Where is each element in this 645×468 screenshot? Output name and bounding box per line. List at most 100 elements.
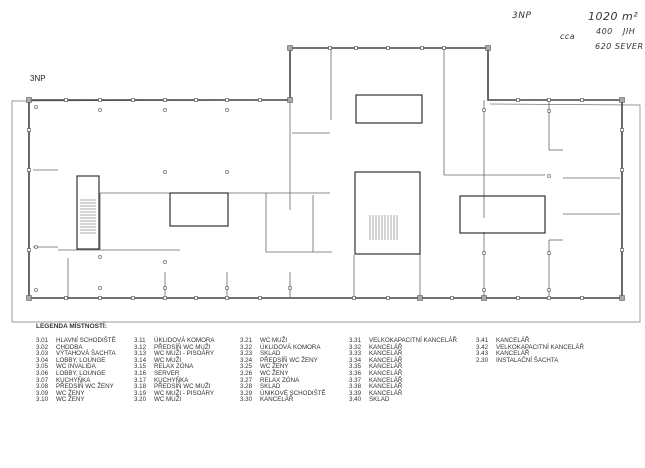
wall-column (225, 296, 229, 300)
wall-column (442, 46, 446, 50)
room-name: WC ŽENY (260, 369, 289, 377)
escape-staircase-core (354, 171, 421, 255)
room-number: 3.42 (476, 343, 489, 351)
room-number: 3.01 (36, 337, 49, 344)
interior-column (288, 286, 292, 290)
legend-item: 3.31 VELKOKAPACITNÍ KANCELÁŘ (349, 337, 457, 345)
interior-column (34, 245, 38, 249)
corner-pier (417, 295, 423, 301)
corner-pier (26, 295, 32, 301)
room-number: 3.33 (349, 350, 362, 358)
wall-column (163, 296, 167, 300)
room-number: 3.12 (134, 343, 147, 351)
legend-item: 3.18 PŘEDSÍŇ WC MUŽI (134, 384, 215, 391)
wall-column (516, 296, 520, 300)
interior-column (482, 251, 486, 255)
wall-column (352, 296, 356, 300)
wall-column (64, 98, 68, 102)
room-name: KANCELÁŘ (369, 356, 403, 364)
corner-pier (485, 45, 491, 51)
room-number: 3.16 (134, 369, 147, 377)
room-name: SKLAD (369, 396, 390, 404)
room-number: 3.18 (134, 383, 147, 391)
room-number: 3.31 (349, 337, 362, 344)
room-name: KANCELÁŘ (496, 350, 530, 358)
note-south-value: 400 (596, 27, 613, 36)
room-name: INSTALAČNÍ ŠACHTA (496, 356, 559, 364)
room-number: 3.14 (134, 356, 147, 364)
room-number: 3.22 (240, 343, 253, 351)
room-number: 3.13 (134, 350, 147, 358)
room-name: ÚKLIDOVÁ KOMORA (154, 337, 215, 344)
room-name: KANCELÁŘ (369, 350, 403, 358)
cores (76, 94, 546, 255)
interior-column (34, 288, 38, 292)
room-name: CHODBA (56, 343, 83, 351)
wall-column (194, 98, 198, 102)
wc-core-east (459, 195, 546, 234)
corner-pier (287, 45, 293, 51)
room-number: 3.23 (240, 350, 253, 358)
interior-column (163, 260, 167, 264)
legend-item: 3.34 KANCELÁŘ (349, 356, 457, 365)
room-name: PŘEDSÍŇ WC ŽENY (56, 383, 114, 391)
room-name: WC INVALIDA (56, 363, 96, 371)
interior-column (482, 108, 486, 112)
room-number: 3.35 (349, 363, 362, 371)
plan-floor-label: 3NP (30, 74, 46, 83)
corner-pier (619, 97, 625, 103)
corner-pier (619, 295, 625, 301)
wall-column (258, 98, 262, 102)
room-name: ÚNIKOVÉ SCHODIŠTĚ (260, 389, 326, 397)
room-name: RELAX ZÓNA (260, 376, 300, 384)
room-name: VELKOKAPACITNÍ KANCELÁŘ (369, 337, 457, 344)
room-number: 3.19 (134, 389, 147, 397)
room-number: 3.10 (36, 396, 49, 404)
room-number: 3.08 (36, 383, 49, 391)
interior-column (163, 108, 167, 112)
room-number: 3.29 (240, 389, 253, 397)
room-number: 3.05 (36, 363, 49, 371)
room-number: 3.37 (349, 376, 362, 384)
interior-walls (33, 48, 620, 298)
wall-column (620, 248, 624, 252)
room-number: 3.32 (349, 343, 362, 351)
wall-column (386, 296, 390, 300)
note-floor: 3NP (512, 11, 532, 21)
room-name: WC ŽENY (260, 363, 289, 371)
room-number: 3.09 (36, 389, 49, 397)
room-name: SKLAD (260, 383, 281, 391)
room-name: LOBBY, LOUNGE (56, 369, 106, 377)
wall-column (64, 296, 68, 300)
interior-column (98, 255, 102, 259)
room-name: SKLAD (260, 350, 281, 358)
room-number: 3.34 (349, 356, 362, 364)
legend-title: LEGENDA MÍSTNOSTÍ: (36, 323, 107, 330)
room-name: WC MUŽI - PISOÁRY (154, 389, 215, 397)
note-approx: cca (560, 32, 576, 41)
room-number: 3.43 (476, 350, 489, 358)
legend-item: 3.08 PŘEDSÍŇ WC ŽENY (36, 384, 116, 391)
room-name: WC MUŽI (154, 396, 182, 404)
room-number: 3.06 (36, 369, 49, 377)
room-name: PŘEDSÍŇ WC MUŽI (154, 383, 211, 391)
note-area: 1020 m² (588, 10, 639, 23)
room-name: WC ŽENY (56, 396, 85, 404)
room-number: 3.07 (36, 376, 49, 384)
interior-column (225, 170, 229, 174)
